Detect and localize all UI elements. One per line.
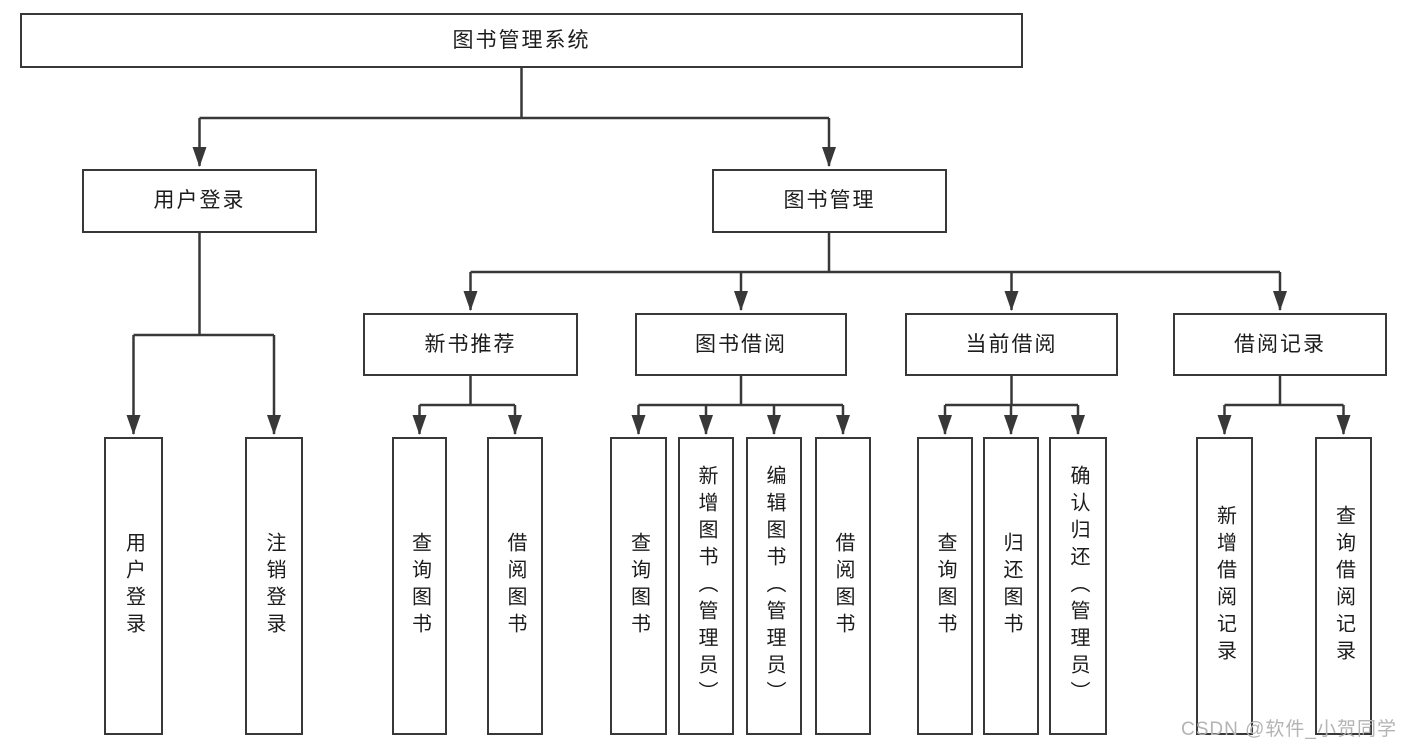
leaf-bb-edit-books-admin: 编辑图书（管理员） [746,437,802,735]
leaf-cb-return-books: 归还图书 [983,437,1039,735]
leaf-cb-query-books: 查询图书 [917,437,973,735]
node-root-system: 图书管理系统 [20,13,1023,68]
connector-current-borrow-rail [945,376,1078,407]
node-book-borrow: 图书借阅 [635,313,847,376]
connector-user-login-rail [133,233,274,337]
leaf-br-add-record: 新增借阅记录 [1196,437,1253,735]
connector-borrow-records-rail [1224,376,1344,407]
node-new-book-recommend: 新书推荐 [363,313,578,376]
leaf-user-login: 用户登录 [104,437,163,735]
connector-root-trunk [199,68,829,120]
leaf-bb-add-books-admin: 新增图书（管理员） [678,437,734,735]
connector-book-management-rail [470,233,1280,274]
leaf-logout: 注销登录 [245,437,303,735]
node-book-management: 图书管理 [712,169,947,233]
leaf-br-query-record: 查询借阅记录 [1315,437,1372,735]
leaf-cb-confirm-return-admin: 确认归还（管理员） [1049,437,1107,735]
connector-book-borrow-rail [638,376,843,407]
node-user-login: 用户登录 [82,169,317,233]
node-borrow-records: 借阅记录 [1173,313,1387,376]
connector-new-book-rail [419,376,515,407]
node-current-borrow: 当前借阅 [905,313,1118,376]
leaf-nb-query-books: 查询图书 [392,437,447,735]
leaf-bb-borrow-books: 借阅图书 [815,437,871,735]
watermark: CSDN @软件_小贺同学 [1181,719,1397,740]
leaf-nb-borrow-books: 借阅图书 [487,437,543,735]
leaf-bb-query-books: 查询图书 [610,437,667,735]
